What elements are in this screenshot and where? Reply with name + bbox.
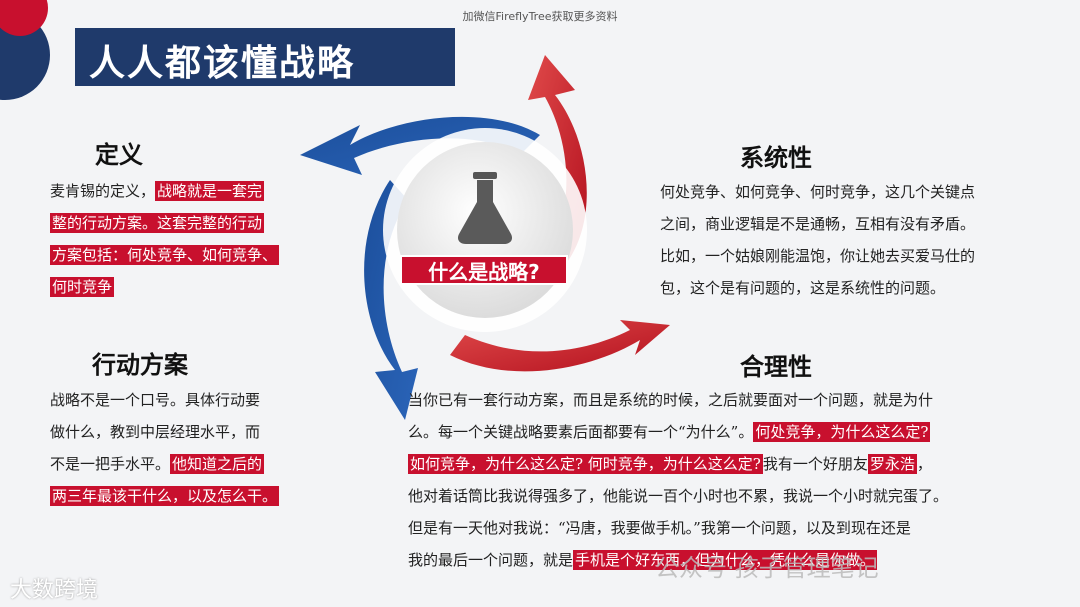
text-segment: 当你已有一套行动方案，而且是系统的时候，之后就要面对一个问题，就是为什: [408, 391, 933, 409]
systemic-line: 何处竞争、如何竞争、何时竞争，这几个关键点: [660, 176, 1060, 208]
cycle-diagram: [290, 50, 690, 430]
systemic-line: 比如，一个姑娘刚能温饱，你让她去买爱马仕的: [660, 240, 1060, 272]
systemic-line: 包，这个是有问题的，这是系统性的问题。: [660, 272, 1060, 304]
action-line: 战略不是一个口号。具体行动要: [50, 384, 340, 416]
text-segment: 做什么，教到中层经理水平，而: [50, 423, 260, 441]
systemic-line: 之间，商业逻辑是不是通畅，互相有没有矛盾。: [660, 208, 1060, 240]
action-text: 战略不是一个口号。具体行动要做什么，教到中层经理水平，而不是一把手水平。他知道之…: [50, 384, 340, 512]
text-segment: 不是一把手水平。: [50, 455, 170, 473]
highlighted-text: 他知道之后的: [170, 454, 264, 474]
highlighted-text: 罗永浩: [868, 454, 917, 474]
text-segment: 我的最后一个问题，就是: [408, 551, 573, 569]
rationality-line: 如何竞争，为什么这么定? 何时竞争，为什么这么定?我有一个好朋友罗永浩，: [408, 448, 1068, 480]
definition-line: 方案包括：何处竞争、如何竞争、: [50, 239, 340, 271]
text-segment: ，: [917, 455, 932, 473]
highlighted-text: 何时竞争: [50, 277, 114, 297]
highlighted-text: 战略就是一套完: [155, 181, 264, 201]
text-segment: 麦肯锡的定义，: [50, 182, 155, 200]
text-segment: 但是有一天他对我说：“冯唐，我要做手机。”我第一个问题，以及到现在还是: [408, 519, 911, 537]
highlighted-text: 整的行动方案。这套完整的行动: [50, 213, 264, 233]
text-segment: 么。每一个关键战略要素后面都要有一个“为什么”。: [408, 423, 753, 441]
definition-text: 麦肯锡的定义，战略就是一套完整的行动方案。这套完整的行动方案包括：何处竞争、如何…: [50, 175, 340, 303]
definition-line: 何时竞争: [50, 271, 340, 303]
rationality-line: 但是有一天他对我说：“冯唐，我要做手机。”我第一个问题，以及到现在还是: [408, 512, 1068, 544]
highlighted-text: 如何竞争，为什么这么定? 何时竞争，为什么这么定?: [408, 454, 763, 474]
center-label: 什么是战略?: [400, 255, 568, 285]
rationality-heading: 合理性: [740, 347, 812, 382]
text-segment: 我有一个好朋友: [763, 455, 868, 473]
top-watermark: 加微信FireflyTree获取更多资料: [0, 8, 1080, 24]
rationality-line: 他对着话筒比我说得强多了，他能说一百个小时也不累，我说一个小时就完蛋了。: [408, 480, 1068, 512]
action-line: 做什么，教到中层经理水平，而: [50, 416, 340, 448]
logo-left: 大数跨境: [10, 572, 98, 604]
action-line: 两三年最该干什么，以及怎么干。: [50, 480, 340, 512]
logo-right-watermark: 公众号·孩子管理笔记: [655, 548, 879, 583]
definition-line: 麦肯锡的定义，战略就是一套完: [50, 175, 340, 207]
action-line: 不是一把手水平。他知道之后的: [50, 448, 340, 480]
rationality-line: 当你已有一套行动方案，而且是系统的时候，之后就要面对一个问题，就是为什: [408, 384, 1068, 416]
definition-line: 整的行动方案。这套完整的行动: [50, 207, 340, 239]
highlighted-text: 两三年最该干什么，以及怎么干。: [50, 486, 279, 506]
rationality-line: 么。每一个关键战略要素后面都要有一个“为什么”。何处竞争，为什么这么定?: [408, 416, 1068, 448]
systemic-heading: 系统性: [740, 138, 812, 173]
definition-heading: 定义: [95, 135, 143, 170]
highlighted-text: 何处竞争，为什么这么定?: [753, 422, 930, 442]
text-segment: 战略不是一个口号。具体行动要: [50, 391, 260, 409]
text-segment: 他对着话筒比我说得强多了，他能说一百个小时也不累，我说一个小时就完蛋了。: [408, 487, 948, 505]
systemic-text: 何处竞争、如何竞争、何时竞争，这几个关键点 之间，商业逻辑是不是通畅，互相有没有…: [660, 176, 1060, 304]
highlighted-text: 方案包括：何处竞争、如何竞争、: [50, 245, 279, 265]
action-heading: 行动方案: [92, 345, 188, 380]
